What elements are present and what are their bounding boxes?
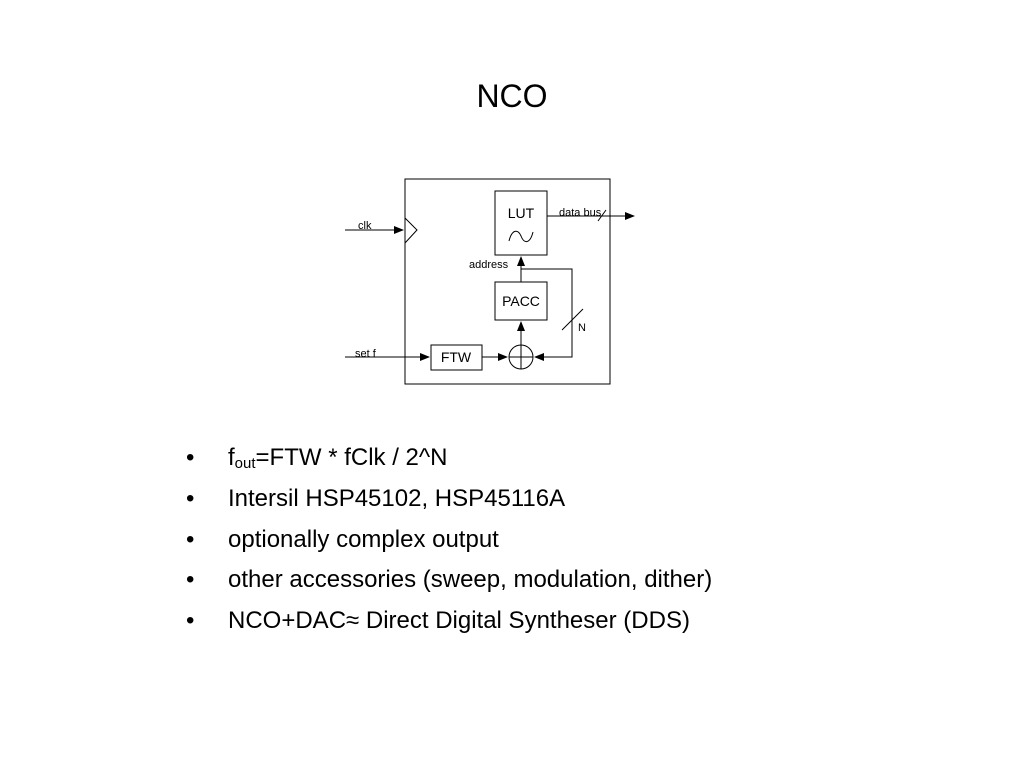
set-f-label: set f (355, 348, 377, 360)
pacc-block (494, 281, 548, 321)
slide-title: NCO (476, 78, 548, 114)
bullet-item: • Intersil HSP45102, HSP45116A (186, 479, 712, 520)
ftw-label: FTW (441, 349, 472, 365)
pacc-label: PACC (502, 293, 540, 309)
bullet-marker: • (186, 525, 195, 553)
bullet-item: • fout=FTW * fClk / 2^N (186, 438, 712, 479)
sine-wave-icon (508, 230, 534, 242)
formula-subscript: out (234, 455, 256, 472)
bullet-marker: • (186, 484, 195, 512)
data-bus-label: data bus (559, 207, 602, 219)
bullet-item: • optionally complex output (186, 520, 712, 561)
lut-label: LUT (508, 205, 535, 221)
width-n-label: N (578, 322, 586, 334)
bullet-item: • NCO+DAC≈ Direct Digital Syntheser (DDS… (186, 601, 712, 642)
bullet-marker: • (186, 444, 195, 471)
clk-label: clk (358, 220, 372, 232)
bullet-marker: • (186, 566, 195, 594)
formula-suffix: =FTW * fClk / 2^N (255, 444, 448, 471)
bullet-text: optionally complex output (228, 525, 499, 553)
address-label: address (469, 259, 509, 271)
bullet-text: NCO+DAC≈ Direct Digital Syntheser (DDS) (228, 607, 690, 635)
bullet-list: • fout=FTW * fClk / 2^N • Intersil HSP45… (186, 438, 712, 642)
data-bus-slash (597, 209, 607, 222)
bullet-marker: • (186, 607, 195, 635)
bullet-text: Intersil HSP45102, HSP45116A (228, 484, 566, 512)
clock-input-triangle (404, 217, 418, 244)
bullet-text: other accessories (sweep, modulation, di… (228, 566, 713, 594)
nco-outer-box (404, 178, 611, 385)
feedback-width-slash (561, 308, 584, 331)
lut-block (494, 190, 548, 256)
formula-prefix: f (228, 444, 235, 471)
feedback-loop-line (521, 268, 573, 361)
bullet-item: • other accessories (sweep, modulation, … (186, 560, 712, 601)
